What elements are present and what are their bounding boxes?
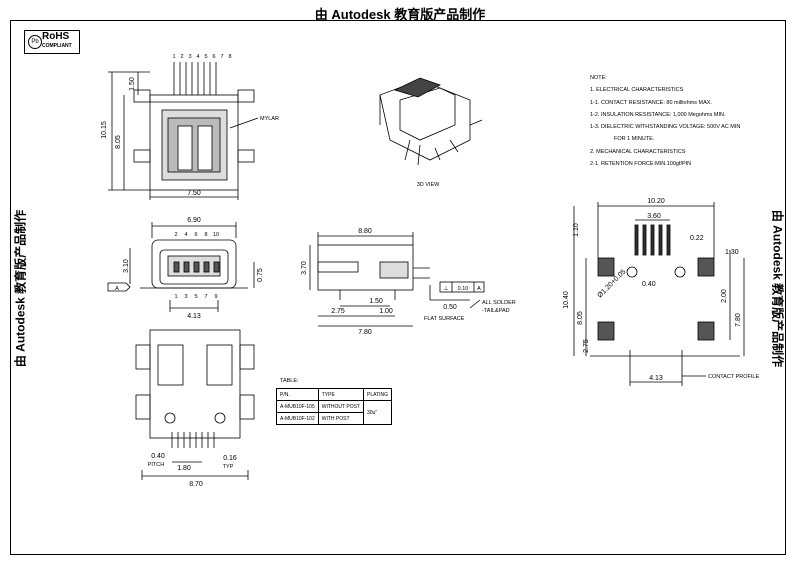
table-cell: WITHOUT POST (317, 400, 364, 413)
dim-profile-w: 10.20 (647, 198, 665, 205)
dim-profile-h: 10.40 (563, 291, 570, 309)
tolerance-datum: A (477, 286, 481, 292)
bottom-view (135, 329, 255, 480)
dim-profile-top: 1.10 (573, 223, 580, 237)
pin-number: 5 (204, 54, 207, 60)
note-line: 2. MECHANICAL CHARACTERISTICS (590, 148, 686, 155)
front-pin-number: 4 (184, 232, 187, 238)
note-line: 1-2. INSULATION RESISTANCE: 1,000 Megohm… (590, 111, 726, 118)
notes-block: NOTE: 1. ELECTRICAL CHARACTERISTICS 1-1.… (590, 72, 780, 170)
dim-side-e: 0.50 (443, 304, 457, 311)
pin-number: 1 (172, 54, 175, 60)
top-view-pins (173, 62, 217, 95)
notes-heading: NOTE: (590, 75, 607, 81)
dim-profile-right: 1.30 (725, 249, 739, 256)
front-pin-number: 5 (194, 294, 197, 300)
pin-number: 6 (212, 54, 215, 60)
front-pin-number: 6 (194, 232, 197, 238)
dim-side-d: 7.80 (358, 329, 372, 336)
dim-pitch: 0.40 (151, 453, 165, 460)
table-header: TYPE (317, 388, 364, 401)
contact-profile-label: CONTACT PROFILE (708, 374, 759, 380)
dim-front-height: 3.10 (123, 259, 130, 273)
dim-side-b: 2.75 (331, 308, 345, 315)
datum-a-label: A (115, 286, 119, 292)
front-pin-number: 9 (214, 294, 217, 300)
datum-a-flag (107, 282, 131, 292)
solder-note-2: -TAIL&PAD (482, 308, 510, 314)
table-cell: 30u" (362, 400, 393, 425)
front-pin-number: 1 (174, 294, 177, 300)
dim-top-height: 10.15 (101, 121, 108, 139)
pin-number: 2 (180, 54, 183, 60)
dim-side-a: 1.50 (369, 298, 383, 305)
dim-profile-side2: 7.80 (735, 313, 742, 327)
mylar-label: MYLAR (260, 116, 279, 122)
note-line: FOR 1 MINUTE. (614, 136, 655, 143)
rohs-title: RoHS (42, 31, 70, 42)
note-line: 2-1. RETENTION FORCE:MIN.100gf/PIN (590, 161, 692, 168)
typ-label: TYP (223, 464, 234, 470)
table-cell: A-MUB10F-102 (276, 412, 319, 425)
pin-number: 3 (188, 54, 191, 60)
pitch-label: PITCH (148, 462, 165, 468)
banner-top: 由 Autodesk 教育版产品制作 (314, 7, 486, 22)
front-pin-number: 8 (204, 232, 207, 238)
flat-surface-label: FLAT SURFACE (424, 316, 465, 322)
table-title: TABLE: (280, 378, 299, 384)
dim-profile-side: 2.00 (721, 289, 728, 303)
pin-number: 8 (228, 54, 231, 60)
front-view (107, 222, 255, 312)
dim-front-bottom: 4.13 (187, 313, 201, 320)
dim-span: 1.80 (177, 465, 191, 472)
dim-side-height: 3.70 (301, 261, 308, 275)
dim-typ: 0.16 (223, 455, 237, 462)
table-header: P/N. (276, 388, 319, 401)
front-pin-number: 10 (213, 232, 219, 238)
dim-side-length: 8.80 (358, 228, 372, 235)
top-view (108, 62, 259, 200)
table-row: A-MUB10F-102 WITH POST (276, 412, 392, 425)
rohs-subtitle: COMPLIANT (42, 43, 72, 49)
dim-top-inner: 8.05 (115, 135, 122, 149)
tolerance-frame (439, 281, 485, 293)
table-header: PLATING (362, 388, 393, 401)
dim-front-right: 0.75 (257, 268, 264, 282)
rohs-logo-icon: Pb (28, 35, 42, 49)
tolerance-symbol: ⊥ (444, 285, 449, 292)
dim-profile-pad: 0.22 (690, 235, 704, 242)
dim-profile-bottom: 4.13 (649, 375, 663, 382)
dim-profile-h2: 8.05 (577, 311, 584, 325)
front-pin-number: 7 (204, 294, 207, 300)
dim-top-offset: 1.50 (129, 77, 136, 91)
table-row: A-MUB10F-105 WITHOUT POST 30u" (276, 400, 393, 425)
table-cell: A-MUB10F-105 (276, 400, 319, 413)
side-view (309, 232, 485, 327)
solder-note-1: ALL SOLDER (482, 300, 516, 306)
drawing-frame (10, 20, 786, 555)
dim-profile-left: 2.75 (583, 339, 590, 353)
pin-number: 7 (220, 54, 223, 60)
dim-profile-w2: 3.60 (647, 213, 661, 220)
dim-side-c: 1.00 (379, 308, 393, 315)
part-table: P/N. TYPE PLATING A-MUB10F-105 WITHOUT P… (276, 388, 393, 425)
3d-view-label: 3D VIEW (417, 182, 440, 188)
pin-number: 4 (196, 54, 199, 60)
table-cell: WITH POST (317, 412, 364, 425)
note-line: 1. ELECTRICAL CHARACTERISTICS (590, 87, 684, 94)
3d-view (379, 77, 483, 166)
rohs-badge: Pb RoHS COMPLIANT (24, 30, 80, 54)
dim-top-width: 7.50 (187, 190, 201, 197)
contact-profile (573, 202, 745, 386)
front-pin-number: 2 (174, 232, 177, 238)
dim-profile-pitch: 0.40 (642, 281, 656, 288)
note-line: 1-1. CONTACT RESISTANCE: 80 milliohms MA… (590, 99, 712, 106)
table-header-row: P/N. TYPE PLATING (276, 388, 393, 401)
note-line: 1-3. DIELECTRIC WITHSTANDING VOLTAGE: 50… (590, 124, 741, 131)
front-pin-number: 3 (184, 294, 187, 300)
tolerance-value: 0.10 (458, 286, 469, 292)
dim-bottom-width: 8.70 (189, 481, 203, 488)
dim-front-width: 6.90 (187, 217, 201, 224)
